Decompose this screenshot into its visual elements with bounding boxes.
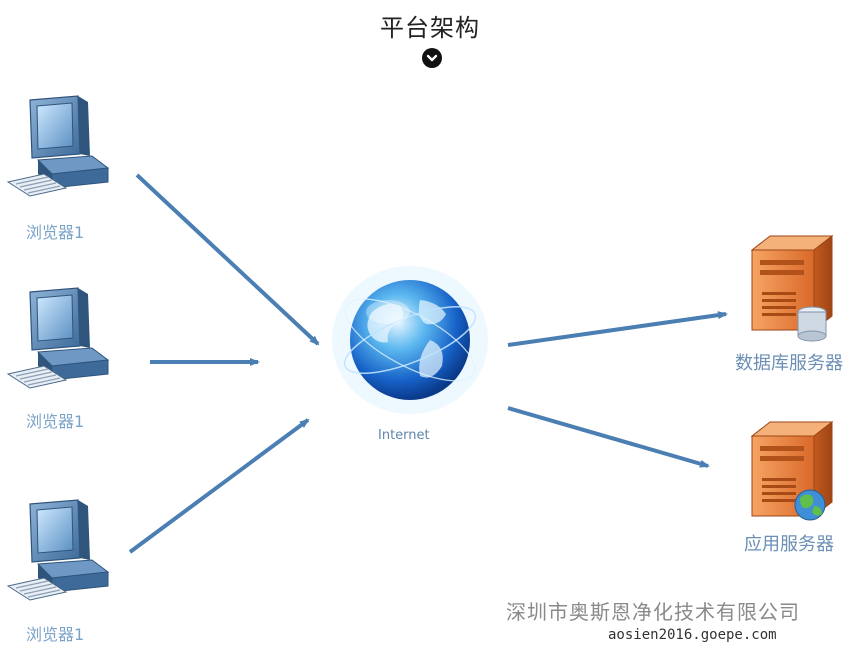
client-label: 浏览器1 <box>26 223 85 242</box>
database-server-icon <box>751 235 833 342</box>
database-server-label: 数据库服务器 <box>735 353 843 374</box>
arrow-internet-app <box>507 406 710 468</box>
computer-icon <box>7 95 109 197</box>
application-server-icon <box>751 421 833 521</box>
arrow-internet-db <box>507 311 728 347</box>
arrow-client3-internet <box>128 418 310 554</box>
page-title: 平台架构 <box>380 14 480 42</box>
client-label: 浏览器1 <box>26 412 85 431</box>
computer-icon <box>7 287 109 389</box>
watermark-url: aosien2016.goepe.com <box>608 627 777 643</box>
watermark-company: 深圳市奥斯恩净化技术有限公司 <box>506 600 800 624</box>
internet-label: Internet <box>378 428 430 443</box>
computer-icon <box>7 499 109 601</box>
client-label: 浏览器1 <box>26 625 85 644</box>
chevron-down-icon[interactable] <box>422 48 442 68</box>
globe-icon <box>332 266 488 414</box>
arrow-client1-internet <box>135 173 320 346</box>
application-server-label: 应用服务器 <box>744 534 834 555</box>
